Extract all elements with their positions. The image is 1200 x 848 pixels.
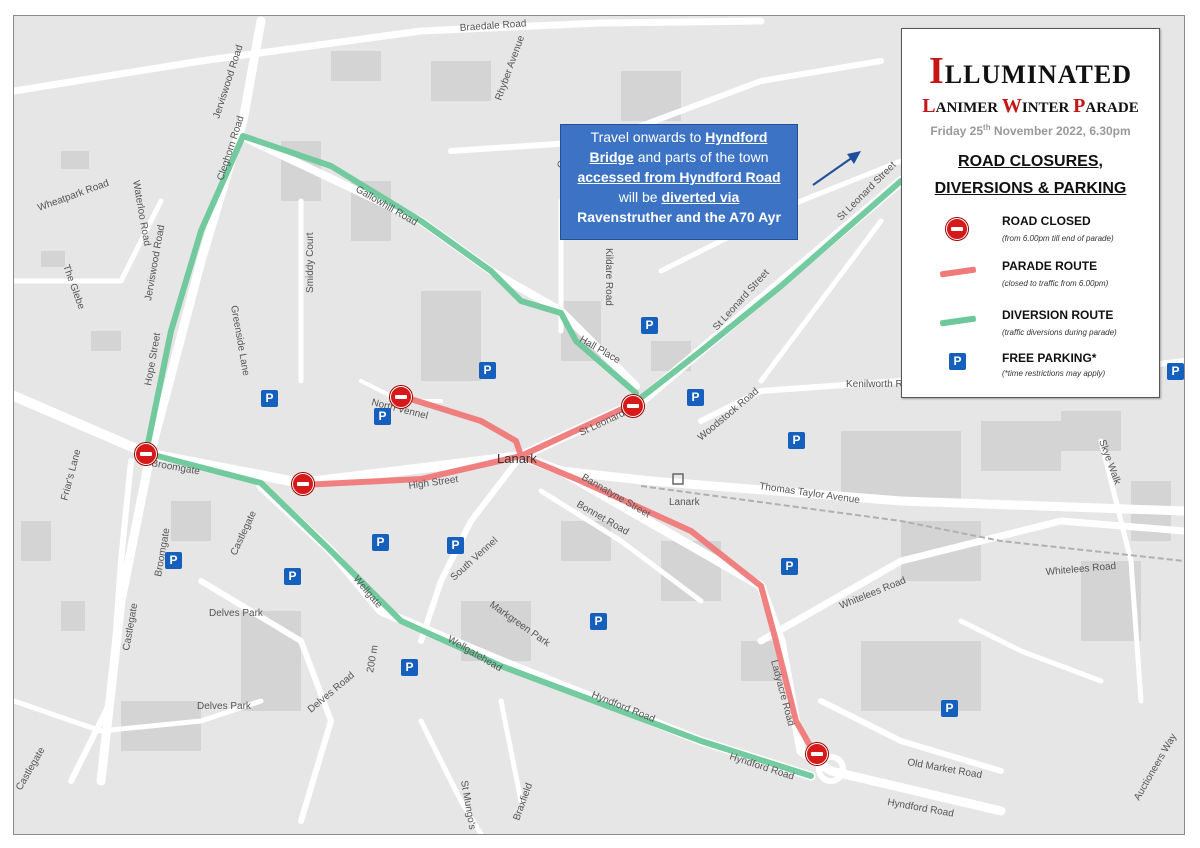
road-closed-icon — [390, 386, 412, 408]
infobox-link: Ravenstruther and the A70 Ayr — [577, 209, 781, 225]
event-subtitle: LANIMER WINTER PARADE — [922, 95, 1139, 117]
street-label: Braxfield — [511, 782, 535, 822]
legend-heading: ROAD CLOSURES,DIVERSIONS & PARKING — [934, 153, 1127, 197]
infobox-link: accessed from Hyndford Road — [577, 169, 781, 185]
parking-icon: P — [284, 568, 301, 585]
infobox-link: Bridge — [589, 149, 634, 165]
road-closed-icon — [292, 473, 314, 495]
parade-route-high-street — [298, 401, 636, 488]
parking-icon: P — [401, 659, 418, 676]
street-label: Delves Park — [209, 608, 264, 619]
parking-icon: P — [372, 534, 389, 551]
street-label: Braedale Road — [459, 18, 526, 34]
parking-icon: P — [374, 408, 391, 425]
railway-line — [640, 485, 1184, 562]
parking-icon: P — [447, 537, 464, 554]
station-label: Lanark — [669, 497, 701, 508]
parking-icon: P — [788, 432, 805, 449]
road-closed-icon — [946, 218, 968, 240]
street-label: Kildare Road — [603, 248, 614, 306]
parking-icon: P — [590, 613, 607, 630]
street-label: Greenside Lane — [228, 305, 251, 377]
diversion-route-gallowhill — [240, 133, 639, 396]
parking-icon: P — [261, 390, 278, 407]
street-label: Smiddy Court — [305, 232, 316, 293]
street-label: Castlegate — [14, 745, 48, 792]
street-label: Wellgate — [351, 574, 385, 611]
roundabout — [816, 754, 846, 784]
diversion-route-wellgate — [143, 450, 814, 779]
street-label: Waterloo Road — [130, 180, 152, 247]
street-label: The Glebe — [60, 263, 86, 311]
diversion-info-box: Travel onwards to Hyndford Bridge and pa… — [560, 124, 798, 240]
parking-icon: P — [641, 317, 658, 334]
street-label: Woodstock Road — [696, 386, 761, 443]
parking-icon: P — [781, 558, 798, 575]
street-label: Wheatpark Road — [36, 178, 110, 214]
event-date: Friday 25th November 2022, 6.30pm — [930, 123, 1131, 138]
station-icon — [672, 473, 684, 485]
street-label: Friar's Lane — [59, 448, 83, 502]
street-label: Hyndford Road — [590, 690, 656, 725]
scale-label: 200 m — [365, 644, 381, 673]
parking-icon: P — [687, 389, 704, 406]
parking-icon: P — [1167, 363, 1184, 380]
street-label: Delves Park — [197, 701, 252, 712]
parking-icon: P — [941, 700, 958, 717]
diversion-route-hope-cleghorn — [143, 133, 246, 456]
diversion-route-swatch — [939, 315, 977, 327]
infobox-link: diverted via — [661, 189, 740, 205]
road-closed-icon — [135, 443, 157, 465]
street-label: Auctioneers Way — [1132, 732, 1179, 803]
parking-icon: P — [479, 362, 496, 379]
parade-route-north-vennel — [398, 393, 524, 459]
street-label: Rhyber Avenue — [493, 34, 527, 102]
street-label: Kenilworth Road — [846, 379, 919, 390]
street-label: Castlegate — [229, 509, 259, 557]
event-title: ILLUMINATED — [929, 50, 1132, 92]
direction-arrow-icon — [812, 151, 861, 186]
town-label: Lanark — [497, 451, 537, 466]
parade-route-bannatyne — [518, 453, 819, 759]
legend-panel: ILLUMINATED LANIMER WINTER PARADE Friday… — [901, 28, 1160, 398]
parking-icon: P — [165, 552, 182, 569]
road-closed-icon — [622, 395, 644, 417]
infobox-link: Hyndford — [705, 129, 768, 145]
road-closed-icon — [806, 743, 828, 765]
diversion-route-stleonard — [630, 178, 904, 407]
parade-route-swatch — [939, 266, 977, 278]
map-base: Braedale Road Rhyber Avenue Cleghorn Roa… — [14, 16, 1184, 834]
parking-icon: P — [949, 353, 966, 370]
